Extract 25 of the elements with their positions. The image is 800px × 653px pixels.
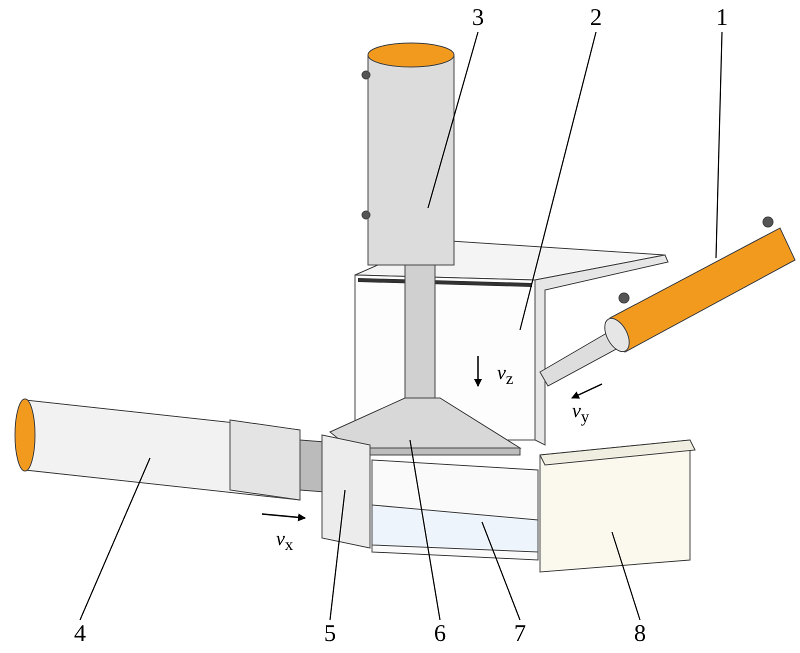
pusher-plate-drawing — [329, 398, 522, 456]
leader-line — [329, 490, 346, 620]
leader-line — [519, 32, 597, 330]
callout-number: 6 — [428, 622, 452, 646]
callout-number: 5 — [318, 622, 342, 646]
end-plate-drawing — [322, 434, 370, 549]
diagonal-cylinder-drawing — [539, 216, 796, 387]
leader-line — [715, 32, 723, 258]
callout-number: 1 — [710, 6, 734, 30]
callout-number: 2 — [584, 6, 608, 30]
velocity-label: v$_{x}$ — [276, 528, 294, 556]
callout-number: 7 — [508, 622, 532, 646]
leader-line — [409, 440, 441, 620]
leader-line — [427, 32, 479, 208]
leader-line — [79, 458, 151, 620]
velocity-label: v$_{z}$ — [497, 362, 514, 390]
lower-channel-drawing — [372, 459, 538, 561]
callout-number: 4 — [68, 622, 92, 646]
leader-line — [481, 522, 521, 620]
vertical-cylinder-drawing — [362, 42, 454, 400]
leader-line — [611, 532, 641, 620]
callout-number: 3 — [466, 6, 490, 30]
outlet-channel-drawing — [539, 439, 696, 573]
callout-number: 8 — [628, 622, 652, 646]
velocity-label: v$_{y}$ — [572, 400, 590, 428]
